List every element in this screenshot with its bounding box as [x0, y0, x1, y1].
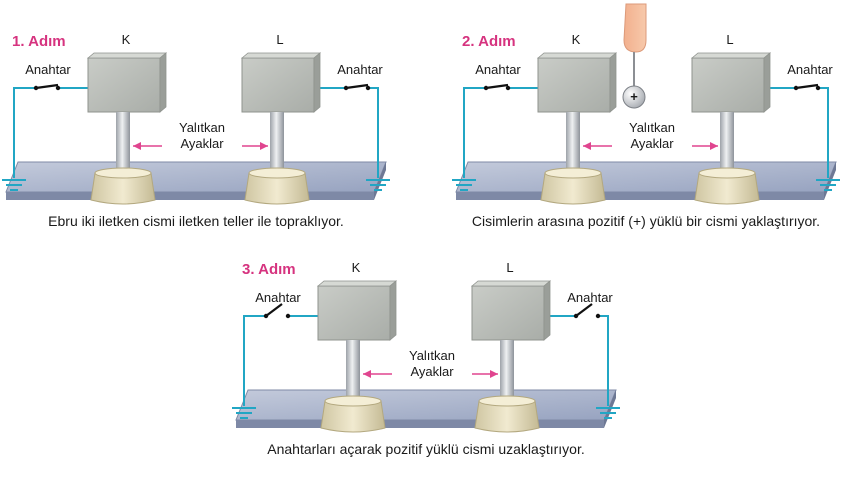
base-top [544, 167, 602, 179]
conductor-top [86, 52, 168, 59]
insulating-legs-label-2: Ayaklar [410, 364, 454, 379]
wire-left-ground [243, 315, 266, 406]
hand-icon [623, 3, 647, 53]
switch-contact [285, 313, 291, 319]
conductor-label: L [276, 32, 283, 47]
switch-lever [35, 83, 59, 90]
step-title: 1. Adım [12, 33, 66, 50]
conductor-body [691, 57, 765, 113]
switch-label-left: Anahtar [475, 62, 521, 77]
conductor-side [313, 52, 321, 113]
conductor-label: K [352, 260, 361, 275]
base-top [698, 167, 756, 179]
insulating-legs-label-1: Yalıtkan [179, 120, 225, 135]
conductor-label: K [572, 32, 581, 47]
base-top [248, 167, 306, 179]
conductor-top [316, 280, 398, 287]
conductor-body [317, 285, 391, 341]
conductor-body [537, 57, 611, 113]
pointer-arrowhead [260, 142, 268, 150]
conductor-label: L [726, 32, 733, 47]
switch-label-left: Anahtar [25, 62, 71, 77]
switch-lever [575, 303, 593, 317]
wire-right-ground [818, 87, 829, 178]
step-title: 3. Adım [242, 261, 296, 278]
wire-left-ground [463, 87, 486, 178]
switch-contact [365, 85, 371, 91]
conductor-top [470, 280, 552, 287]
insulating-pole [116, 112, 130, 172]
pointer-arrowhead [710, 142, 718, 150]
switch-contact [505, 85, 511, 91]
conductor-side [763, 52, 771, 113]
conductor-label: K [122, 32, 131, 47]
switch-label-right: Anahtar [567, 290, 613, 305]
table-edge [6, 192, 374, 200]
switch-lever [485, 83, 509, 90]
conductor-label: L [506, 260, 513, 275]
table-edge [456, 192, 824, 200]
wire-right-ground [598, 315, 609, 406]
step-caption: Ebru iki iletken cismi iletken teller il… [48, 213, 344, 229]
pointer-arrowhead [363, 370, 371, 378]
conductor-top [690, 52, 772, 59]
conductor-body [471, 285, 545, 341]
insulating-base [320, 400, 386, 433]
step-caption: Cisimlerin arasına pozitif (+) yüklü bir… [472, 213, 820, 229]
table-top [235, 389, 617, 421]
insulating-legs-label-1: Yalıtkan [629, 120, 675, 135]
table-top [5, 161, 387, 193]
base-top [324, 395, 382, 407]
conductor-body [87, 57, 161, 113]
step-caption: Anahtarları açarak pozitif yüklü cismi u… [267, 441, 584, 457]
pointer-arrowhead [583, 142, 591, 150]
insulating-base [244, 172, 310, 205]
insulating-base [694, 172, 760, 205]
charged-object: + [622, 3, 647, 109]
insulating-pole [566, 112, 580, 172]
insulating-pole [500, 340, 514, 400]
insulating-pole [346, 340, 360, 400]
switch-contact [55, 85, 61, 91]
conductor-side [609, 52, 617, 113]
wire-left-ground [13, 87, 36, 178]
conductor-side [543, 280, 551, 341]
switch-lever [795, 83, 819, 90]
insulating-legs-label-1: Yalıtkan [409, 348, 455, 363]
positive-charge-sign: + [630, 89, 638, 104]
switch-label-right: Anahtar [787, 62, 833, 77]
conductor-side [159, 52, 167, 113]
conductor-side [389, 280, 397, 341]
step-title: 2. Adım [462, 33, 516, 50]
insulating-base [540, 172, 606, 205]
switch-contact [595, 313, 601, 319]
table-top [455, 161, 837, 193]
switch-lever [265, 303, 283, 317]
switch-lever [345, 83, 369, 90]
switch-label-left: Anahtar [255, 290, 301, 305]
wire-right-ground [368, 87, 379, 178]
charged-sphere [622, 85, 646, 109]
insulating-pole [270, 112, 284, 172]
insulating-base [474, 400, 540, 433]
pointer-arrowhead [490, 370, 498, 378]
base-top [478, 395, 536, 407]
conductor-body [241, 57, 315, 113]
insulating-base [90, 172, 156, 205]
insulating-pole [720, 112, 734, 172]
conductor-top [536, 52, 618, 59]
pointer-arrowhead [133, 142, 141, 150]
base-top [94, 167, 152, 179]
insulating-legs-label-2: Ayaklar [180, 136, 224, 151]
switch-contact [815, 85, 821, 91]
switch-label-right: Anahtar [337, 62, 383, 77]
conductor-top [240, 52, 322, 59]
insulating-legs-label-2: Ayaklar [630, 136, 674, 151]
table-edge [236, 420, 604, 428]
